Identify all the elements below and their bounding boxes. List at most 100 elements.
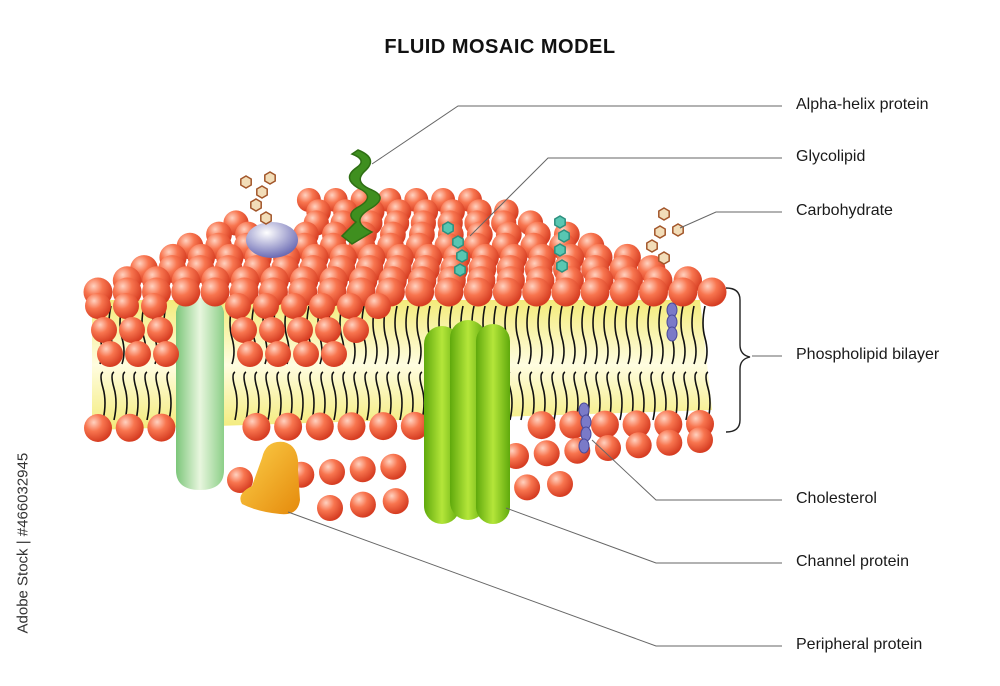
fatty-acid-tail xyxy=(408,371,414,421)
fatty-acid-tail xyxy=(419,371,425,421)
phospholipid-head xyxy=(281,293,307,319)
phospholipid-head xyxy=(349,491,376,518)
phospholipid-head xyxy=(231,317,257,343)
phospholipid-head xyxy=(200,277,230,307)
sugar-unit xyxy=(658,251,670,265)
sugar-unit xyxy=(454,263,466,277)
sugar-unit xyxy=(658,207,670,221)
fatty-acid-tail xyxy=(375,371,381,421)
fatty-acid-tail xyxy=(573,371,579,421)
fatty-acid-tail xyxy=(562,371,568,421)
fatty-acid-tail xyxy=(122,371,128,421)
sugar-unit xyxy=(554,215,566,229)
phospholipid-head xyxy=(639,277,668,307)
phospholipid-head xyxy=(380,453,407,480)
fatty-acid-tail xyxy=(144,371,150,421)
phospholipid-head xyxy=(622,410,651,439)
fatty-acid-tail xyxy=(606,371,612,421)
fatty-acid-tail xyxy=(166,371,172,421)
phospholipid-head xyxy=(559,410,588,439)
phospholipid-head xyxy=(259,317,285,343)
phospholipid-head xyxy=(237,341,263,367)
sugar-unit xyxy=(456,249,468,263)
phospholipid-head xyxy=(668,277,698,307)
sugar-unit xyxy=(256,185,268,199)
phospholipid-head xyxy=(434,277,464,307)
phospholipid-head xyxy=(85,293,111,319)
phospholipid-head xyxy=(514,474,541,501)
phospholipid-head xyxy=(91,317,117,343)
fatty-acid-tail xyxy=(298,371,304,421)
fatty-acid-tail xyxy=(529,371,535,421)
phospholipid-head xyxy=(317,495,343,521)
fatty-acid-tail xyxy=(672,371,678,421)
fatty-acid-tail xyxy=(639,371,645,421)
fatty-acid-tail xyxy=(386,371,392,421)
phospholipid-head xyxy=(97,341,123,367)
pointer-cholesterol xyxy=(591,439,782,501)
sugar-unit xyxy=(646,239,658,253)
fatty-acid-tail xyxy=(603,305,609,365)
fatty-acid-tail xyxy=(636,305,642,365)
fatty-acid-tail xyxy=(515,305,521,365)
fatty-acid-tail xyxy=(592,305,598,365)
phospholipid-head xyxy=(319,459,345,485)
fatty-acid-tail xyxy=(397,371,403,421)
phospholipid-head xyxy=(153,341,179,367)
phospholipid-head xyxy=(533,440,560,467)
fatty-acid-tail xyxy=(331,371,337,421)
fatty-acid-tail xyxy=(353,371,359,421)
phospholipid-head xyxy=(697,277,727,307)
fatty-acid-tail xyxy=(394,305,400,365)
sugar-unit xyxy=(240,175,252,189)
fatty-acid-tail xyxy=(133,371,139,421)
carbohydrate-chains xyxy=(240,171,684,277)
phospholipid-head xyxy=(343,317,369,343)
page-title: FLUID MOSAIC MODEL xyxy=(384,36,616,58)
phospholipid-head xyxy=(656,429,683,456)
label-channel-protein: Channel protein xyxy=(796,553,909,570)
label-peripheral-protein: Peripheral protein xyxy=(796,636,923,653)
phospholipid-head xyxy=(125,341,151,367)
fatty-acid-tail xyxy=(540,371,546,421)
phospholipid-head xyxy=(293,341,319,367)
fatty-acid-tail xyxy=(647,305,653,365)
phospholipid-head xyxy=(84,414,112,442)
phospholipid-head xyxy=(625,432,652,459)
fatty-acid-tail xyxy=(628,371,634,421)
alpha-helix-protein xyxy=(340,149,381,245)
fatty-acid-tail xyxy=(694,371,700,421)
phospholipid-head xyxy=(309,293,335,319)
fatty-acid-tail xyxy=(416,305,422,365)
sugar-unit xyxy=(654,225,666,239)
fatty-acid-tail xyxy=(537,305,543,365)
phospholipid-head xyxy=(349,456,376,483)
phospholipid-head xyxy=(242,412,271,441)
phospholipid-head xyxy=(400,411,429,440)
sugar-unit xyxy=(264,171,276,185)
fatty-acid-tail xyxy=(581,305,587,365)
phospholipid-head xyxy=(382,488,409,515)
phospholipid-head xyxy=(609,277,639,307)
fatty-acid-tail xyxy=(254,371,260,421)
phospholipid-head xyxy=(115,413,144,442)
fatty-acid-tail xyxy=(625,305,631,365)
fatty-acid-tail xyxy=(287,371,293,421)
pointer-lines xyxy=(287,105,782,647)
label-carbohydrate: Carbohydrate xyxy=(796,202,893,219)
cholesterol-ring xyxy=(578,438,590,454)
label-cholesterol: Cholesterol xyxy=(796,490,877,507)
phospholipid-head xyxy=(580,277,610,307)
phospholipid-head xyxy=(227,467,253,493)
fatty-acid-tail xyxy=(680,305,686,365)
sugar-unit xyxy=(452,235,464,249)
phospholipid-head xyxy=(522,277,552,307)
phospholipid-head xyxy=(113,293,139,319)
fatty-acid-tail xyxy=(243,371,249,421)
phospholipid-head xyxy=(687,427,713,453)
phospholipid-head xyxy=(315,317,341,343)
phospholipid-head xyxy=(305,412,334,441)
phospholipid-head xyxy=(274,412,303,441)
fatty-acid-tail xyxy=(518,371,524,421)
sugar-unit xyxy=(442,221,454,235)
